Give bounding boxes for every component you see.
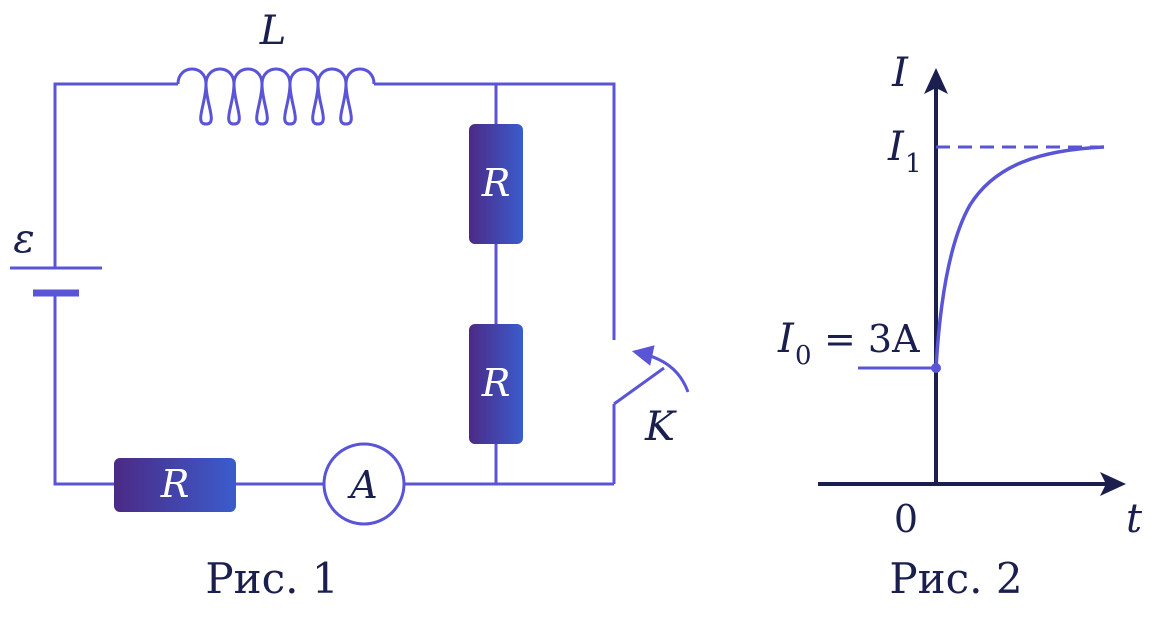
resistor-top-label: R — [481, 161, 511, 205]
x-axis-arrowhead — [1100, 472, 1126, 496]
inductor-label: L — [259, 8, 287, 54]
i1-label: I — [887, 124, 905, 170]
switch-arrow — [631, 345, 690, 393]
resistor-top: R — [469, 124, 523, 244]
wire-bottom — [53, 296, 614, 486]
i0-label: I — [777, 316, 795, 362]
resistor-bottom: R — [114, 458, 236, 512]
i0-subscript: 0 — [795, 341, 812, 371]
resistor-bottom-label: R — [160, 462, 190, 506]
resistor-middle: R — [469, 324, 523, 444]
switch-label: K — [644, 404, 677, 450]
switch-blade — [613, 366, 665, 406]
i1-subscript: 1 — [905, 149, 922, 179]
wire-top-right — [374, 82, 616, 340]
current-graph: I t 0 I 1 I 0 = 3A Рис. 2 — [777, 50, 1143, 603]
figure2-caption: Рис. 2 — [889, 554, 1022, 603]
emf-label: ε — [13, 216, 34, 262]
y-axis-arrowhead — [924, 68, 948, 94]
current-curve — [934, 145, 1105, 369]
ammeter-circle — [322, 442, 406, 526]
resistor-middle-label: R — [481, 361, 511, 405]
origin-label: 0 — [894, 497, 918, 541]
i0-value: = 3A — [824, 317, 920, 361]
inductor-coil — [176, 67, 376, 126]
ammeter-label: A — [347, 463, 377, 507]
x-axis-label: t — [1126, 496, 1143, 542]
figure1-caption: Рис. 1 — [205, 554, 338, 603]
circuit-diagram — [10, 67, 690, 526]
y-axis-label: I — [891, 50, 909, 96]
wire-top-left — [53, 82, 178, 268]
i0-start-point — [931, 363, 941, 373]
